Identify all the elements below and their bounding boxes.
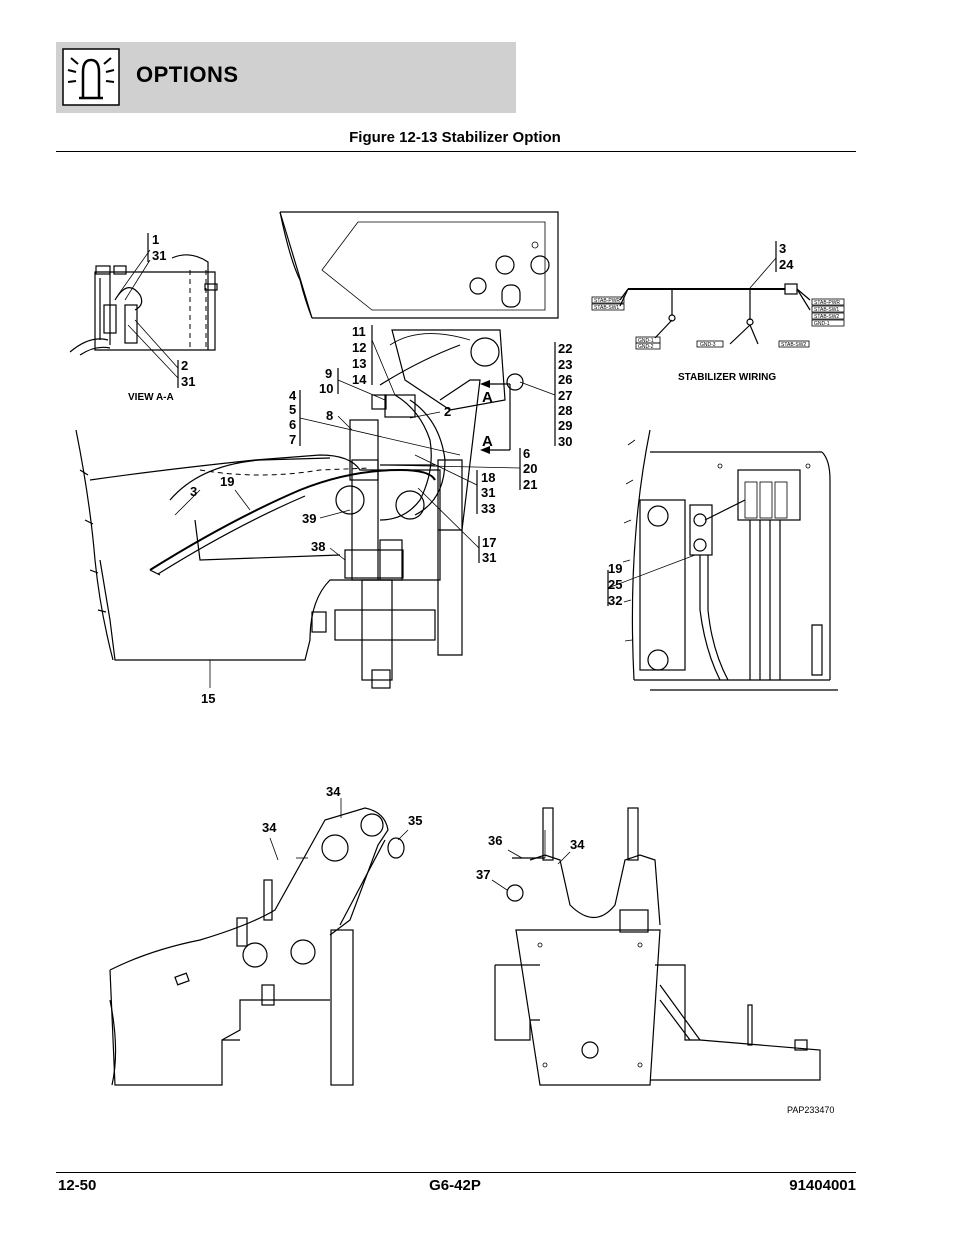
page-number: 12-50: [58, 1177, 97, 1194]
divider: [56, 1172, 856, 1173]
callout: 19: [608, 561, 622, 576]
lower-front-view: 36 34 37: [476, 807, 821, 1086]
callout: 31: [181, 374, 195, 389]
callout: 12: [352, 340, 366, 355]
callout: 33: [481, 501, 495, 516]
callout: 29: [558, 418, 572, 433]
page-title: OPTIONS: [136, 62, 239, 87]
callout: 20: [523, 461, 537, 476]
callout: 6: [523, 446, 530, 461]
callout: 6: [289, 417, 296, 432]
callout: 21: [523, 477, 537, 492]
view-label: VIEW A-A: [128, 392, 174, 403]
callout: 19: [220, 474, 234, 489]
callout: 37: [476, 867, 490, 882]
view-aa: 1 31 2 31 VIEW A-A: [69, 232, 218, 403]
callout: 34: [326, 784, 341, 799]
callout: 31: [481, 485, 495, 500]
main-assembly: A A 11 12 13 14 9 10 4 5 6 7 8: [75, 211, 572, 706]
header-banner: [56, 42, 516, 113]
callout: 38: [311, 539, 325, 554]
callout: 4: [289, 388, 297, 403]
connector-tag: STAB-SW1: [814, 307, 839, 313]
callout: 2: [181, 358, 188, 373]
model-number: G6-42P: [429, 1177, 481, 1194]
callout: 18: [481, 470, 495, 485]
callout: 3: [190, 484, 197, 499]
callout: 35: [408, 813, 422, 828]
callout: 39: [302, 511, 316, 526]
connector-tag: STAB-SW2: [781, 342, 806, 348]
divider: [56, 151, 856, 152]
callout: 32: [608, 593, 622, 608]
lower-side-view: 34 34 35: [109, 784, 422, 1086]
callout: 34: [262, 820, 277, 835]
callout: 10: [319, 381, 333, 396]
part-number: 91404001: [789, 1177, 856, 1194]
callout: 31: [152, 248, 166, 263]
callout: 24: [779, 257, 794, 272]
callout: 25: [608, 577, 622, 592]
connector-tag: STAB-PWR: [814, 300, 840, 306]
callout: 36: [488, 833, 502, 848]
connector-tag: GND-2: [638, 344, 654, 350]
callout: 17: [482, 535, 496, 550]
section-marker: A: [482, 433, 493, 450]
connector-tag: STAB-PWR: [594, 298, 620, 304]
callout: 27: [558, 388, 572, 403]
callout: 11: [352, 324, 366, 339]
callout: 1: [152, 232, 159, 247]
callout: 22: [558, 341, 572, 356]
connector-tag: STAB-SW2: [814, 314, 839, 320]
drawing-number: PAP233470: [787, 1105, 834, 1115]
callout: 31: [482, 550, 496, 565]
connector-tag: STAB-SW1: [594, 305, 619, 311]
callout: 15: [201, 691, 215, 706]
callout: 30: [558, 434, 572, 449]
callout: 26: [558, 372, 572, 387]
callout: 7: [289, 432, 296, 447]
callout: 9: [325, 366, 332, 381]
section-marker: A: [482, 389, 493, 406]
callout: 3: [779, 241, 786, 256]
view-label: STABILIZER WIRING: [678, 372, 776, 383]
stabilizer-wiring: STAB-PWR STAB-SW1 GND-1 GND-2 GND-3 STAB…: [591, 241, 845, 383]
callout: 13: [352, 356, 366, 371]
connector-tag: GND-1: [814, 321, 830, 327]
callout: 14: [352, 372, 367, 387]
valve-view: 19 25 32: [607, 429, 838, 691]
connector-tag: GND-1: [638, 338, 654, 344]
callout: 5: [289, 402, 296, 417]
connector-tag: GND-3: [700, 342, 716, 348]
callout: 2: [444, 404, 451, 419]
figure-title: Figure 12-13 Stabilizer Option: [349, 129, 561, 146]
callout: 23: [558, 357, 572, 372]
callout: 8: [326, 408, 333, 423]
callout: 28: [558, 403, 572, 418]
light-beacon-icon: [62, 48, 120, 106]
callout: 34: [570, 837, 585, 852]
